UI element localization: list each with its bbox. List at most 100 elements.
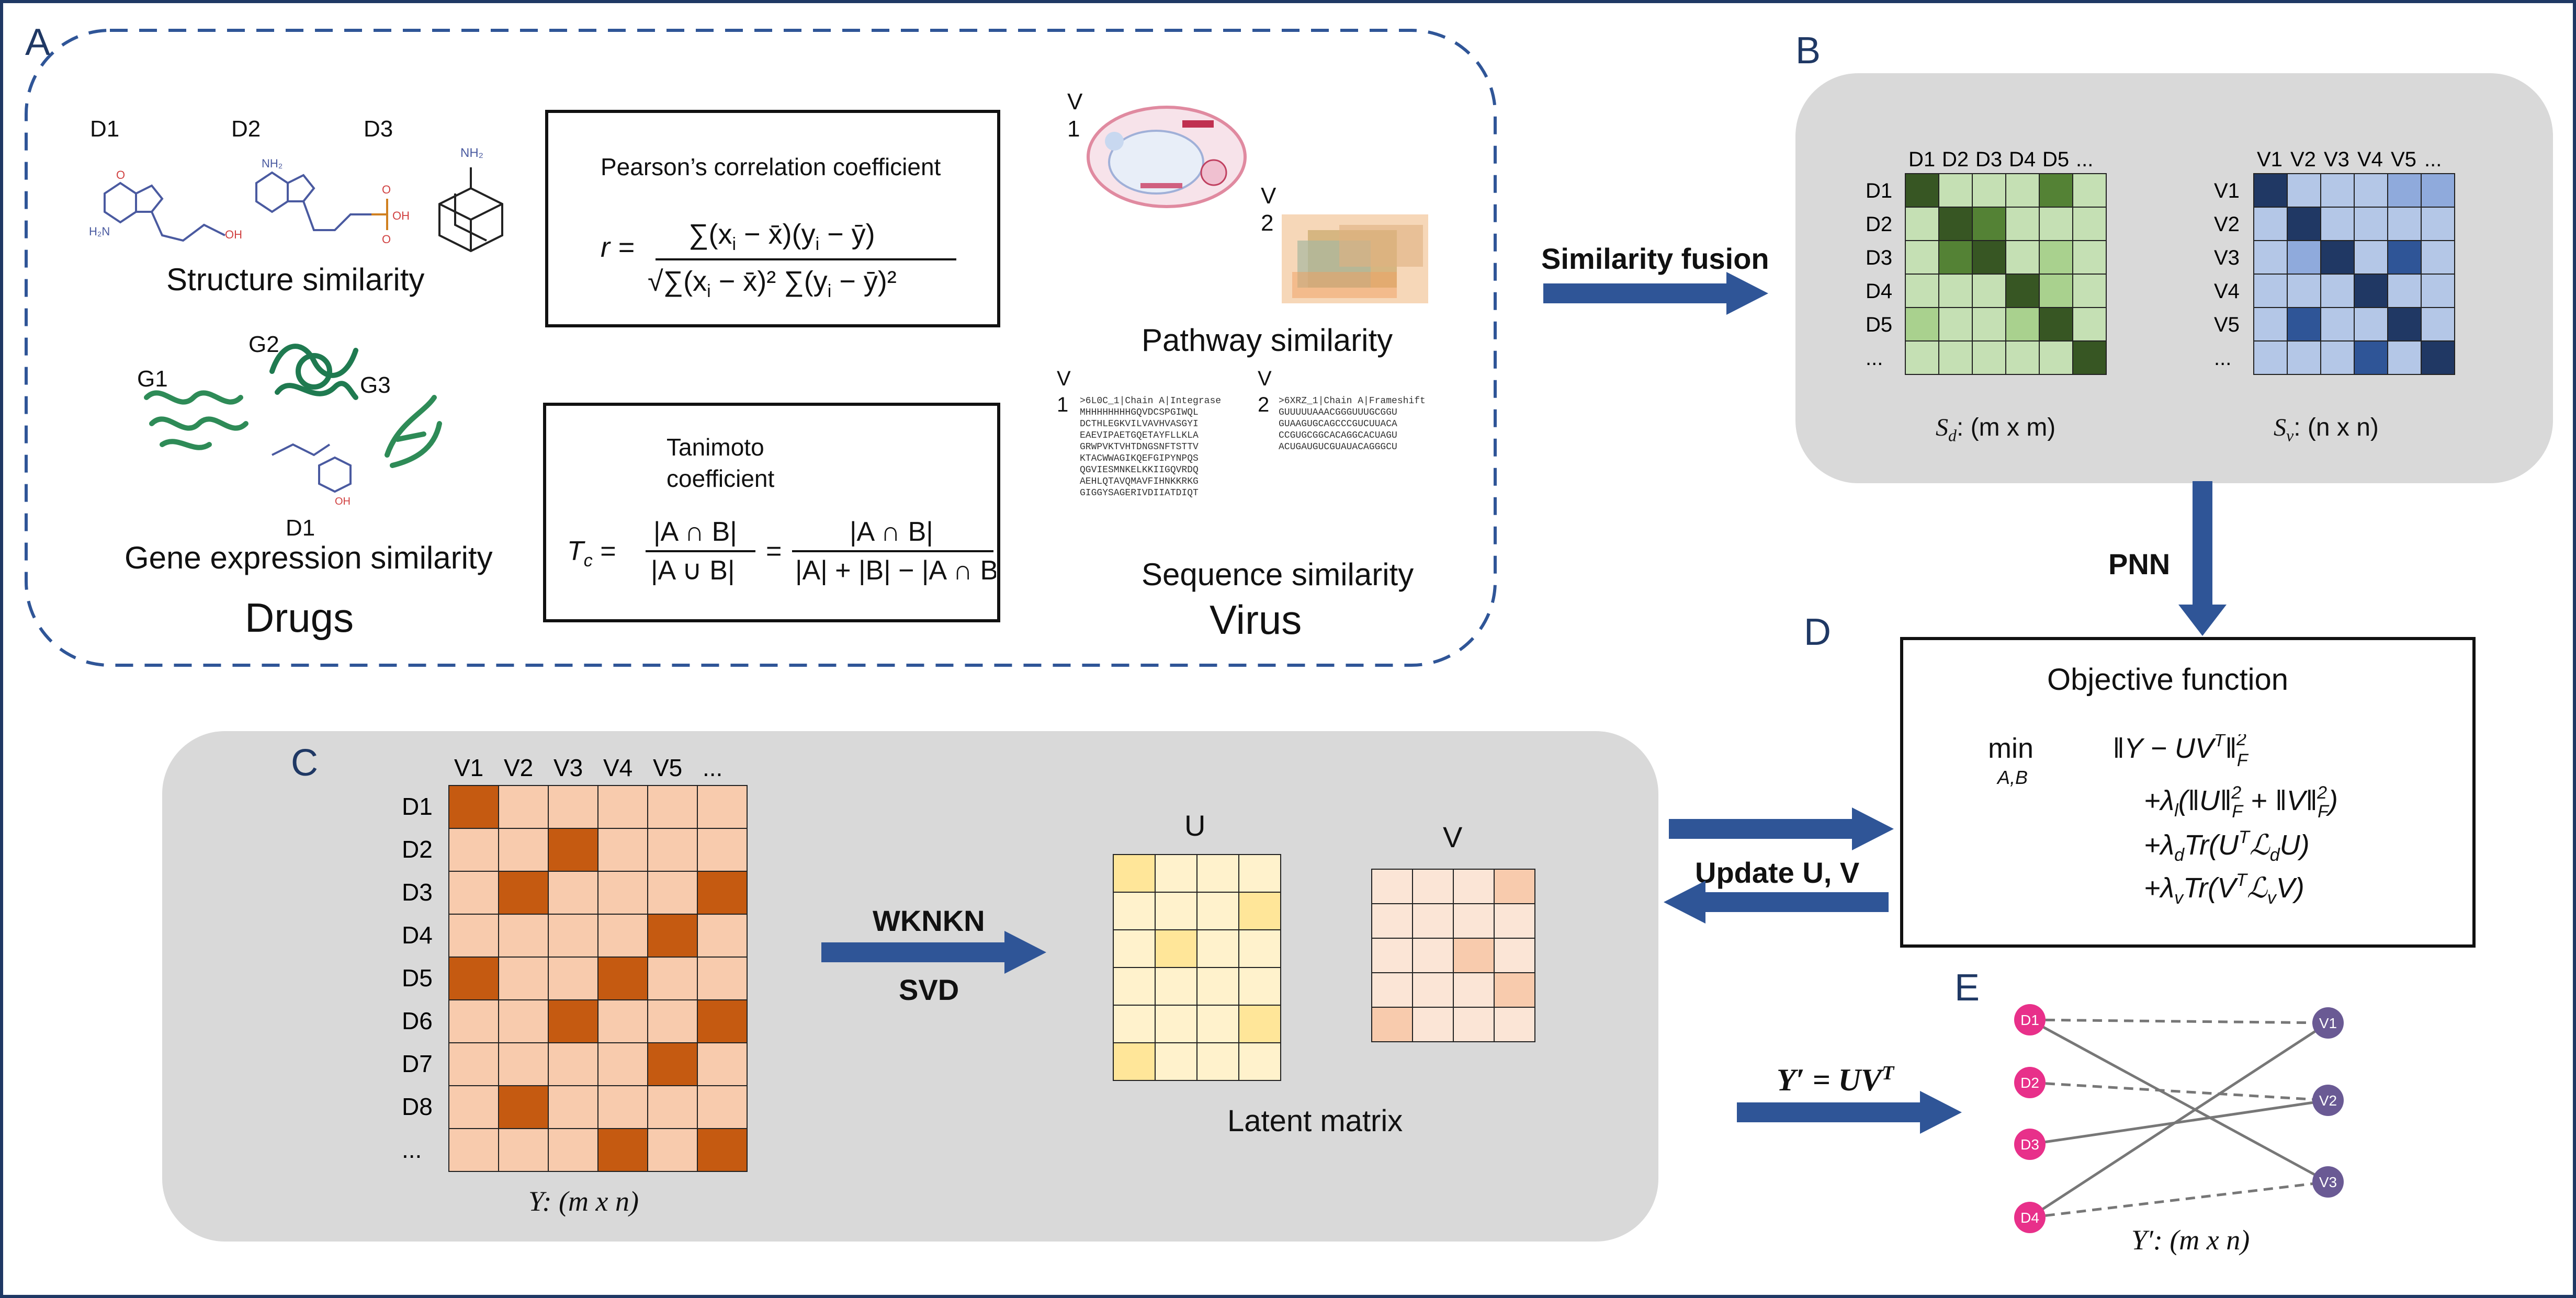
- objective-function-title: Objective function: [2047, 663, 2289, 697]
- v-matrix-cell: [1494, 869, 1535, 904]
- y-matrix-cell: [597, 1042, 648, 1086]
- y-matrix-cell: [448, 871, 499, 915]
- sd-matrix-row-label: D2: [1866, 213, 1892, 236]
- v-matrix-cell: [1371, 1007, 1413, 1042]
- sv-matrix-cell: [2354, 240, 2388, 275]
- v-matrix-cell: [1494, 938, 1535, 973]
- y-matrix-col-label: V4: [603, 754, 632, 781]
- objective-line3: +λ: [2144, 829, 2174, 861]
- u-matrix-cell: [1238, 1042, 1281, 1081]
- objective-min: min: [1988, 734, 2033, 764]
- sequence-v1-line: AEHLQTAVQMAVFIHNKKRKG: [1080, 476, 1199, 487]
- y-matrix-row-label: D3: [402, 879, 433, 906]
- sv-matrix-col-label: V2: [2290, 148, 2316, 171]
- y-matrix-cell: [548, 828, 598, 872]
- sv-matrix-cell: [2354, 274, 2388, 308]
- sequence-similarity-label: Sequence similarity: [1142, 557, 1414, 592]
- drug-node-label: D3: [2020, 1136, 2039, 1153]
- sd-matrix-cell: [1938, 307, 1973, 341]
- y-matrix-cell: [548, 914, 598, 958]
- virus-v1-label-num: 1: [1067, 116, 1080, 142]
- sv-matrix-cell: [2387, 274, 2422, 308]
- sd-matrix-col-label: D5: [2042, 148, 2069, 171]
- objective-line1: ‖Y − UV: [2112, 734, 2217, 764]
- sd-matrix-cell: [2039, 173, 2073, 208]
- wknkn-arrow-icon: [821, 931, 1046, 974]
- similarity-fusion-label: Similarity fusion: [1541, 242, 1769, 275]
- protein-g3-label: G3: [360, 372, 391, 398]
- y-matrix-cell: [498, 871, 549, 915]
- sv-matrix-cell: [2387, 307, 2422, 341]
- u-matrix-cell: [1196, 929, 1239, 968]
- panel-letter-a: A: [25, 21, 51, 63]
- sequence-v2-line: GUUUUUAAACGGGUUUGCGGU: [1279, 407, 1397, 418]
- sd-matrix-cell: [1972, 340, 2006, 375]
- drug-node-label: D2: [2020, 1075, 2039, 1091]
- sd-matrix-cell: [1938, 207, 1973, 241]
- virus-node-label: V1: [2319, 1015, 2337, 1031]
- v-matrix-cell: [1453, 1007, 1495, 1042]
- svg-text:O: O: [116, 168, 125, 181]
- v-matrix-cell: [1371, 972, 1413, 1008]
- y-matrix-cell: [448, 999, 499, 1043]
- sd-matrix-cell: [1905, 240, 1939, 275]
- sv-matrix-row-label: V3: [2214, 246, 2240, 269]
- pnn-arrow-icon: [2178, 481, 2227, 636]
- pearson-title: Pearson’s correlation coefficient: [601, 153, 941, 180]
- pnn-label: PNN: [2108, 548, 2171, 580]
- graph-edge: [2029, 1081, 2329, 1102]
- y-prime-equation: Y′ = UVT: [1777, 1062, 1894, 1098]
- pearson-box: Pearson’s correlation coefficient r = ∑(…: [545, 110, 1000, 327]
- protein-g3-icon: [385, 395, 442, 468]
- y-matrix-cell: [448, 957, 499, 1000]
- pathway-v1-image-icon: [1087, 106, 1247, 208]
- sequence-v1-line: KTACWWAGIKQEFGIPYNPQS: [1080, 453, 1199, 464]
- y-matrix-cell: [498, 914, 549, 958]
- y-matrix-cell: [647, 871, 698, 915]
- drug-d1-structure-icon: OOH H₂N: [89, 168, 242, 242]
- y-matrix-cell: [498, 1042, 549, 1086]
- sv-matrix-cell: [2253, 340, 2288, 375]
- sv-caption: Sv: (n x n): [2274, 413, 2379, 446]
- sv-matrix-cell: [2253, 173, 2288, 208]
- svg-text:OH: OH: [392, 209, 410, 222]
- y-matrix-col-label: V2: [504, 754, 533, 781]
- y-matrix-cell: [647, 1042, 698, 1086]
- seq-v2-label-num: 2: [1258, 393, 1270, 416]
- svg-text:H₂N: H₂N: [89, 225, 110, 238]
- v-matrix-cell: [1494, 972, 1535, 1008]
- u-matrix-cell: [1113, 1005, 1156, 1043]
- y-matrix-cell: [647, 1085, 698, 1129]
- svg-text:‖Y − UVT‖2F: ‖Y − UVT‖2F: [2112, 734, 2249, 770]
- sd-matrix-cell: [2039, 307, 2073, 341]
- u-matrix-cell: [1238, 892, 1281, 930]
- sv-matrix-cell: [2421, 173, 2455, 208]
- sv-matrix-cell: [2387, 240, 2422, 275]
- y-prime-equation-sup: T: [1882, 1062, 1894, 1084]
- y-matrix-cell: [597, 785, 648, 829]
- tanimoto-title-1: Tanimoto: [666, 434, 764, 461]
- sv-matrix-cell: [2287, 240, 2321, 275]
- sv-matrix-cell: [2354, 340, 2388, 375]
- v-matrix-cell: [1453, 903, 1495, 939]
- y-matrix-cell: [697, 999, 748, 1043]
- y-matrix-row-label: D1: [402, 793, 433, 820]
- virus-v1-label-v: V: [1067, 89, 1083, 115]
- u-matrix-cell: [1196, 854, 1239, 893]
- u-matrix-cell: [1155, 1042, 1197, 1081]
- y-matrix-col-label: V3: [553, 754, 583, 781]
- pearson-formula: r = ∑(xi − x̄)(yi − ȳ) √∑(xi − x̄)² ∑(yi…: [601, 219, 956, 301]
- sv-matrix-cell: [2320, 274, 2355, 308]
- panel-letter-b: B: [1795, 30, 1821, 72]
- pathway-similarity-label: Pathway similarity: [1142, 323, 1393, 358]
- sd-matrix-cell: [1905, 173, 1939, 208]
- svg-text:NH₂: NH₂: [262, 157, 283, 170]
- y-matrix-cell: [697, 1085, 748, 1129]
- tanimoto-formula: Tc = |A ∩ B| |A ∪ B| = |A ∩ B| |A| + |B|…: [567, 517, 996, 586]
- graph-edge: [2029, 1018, 2329, 1183]
- y-matrix-cell: [548, 957, 598, 1000]
- u-matrix-cell: [1238, 929, 1281, 968]
- v-matrix-label: V: [1443, 821, 1463, 853]
- sv-matrix-cell: [2387, 207, 2422, 241]
